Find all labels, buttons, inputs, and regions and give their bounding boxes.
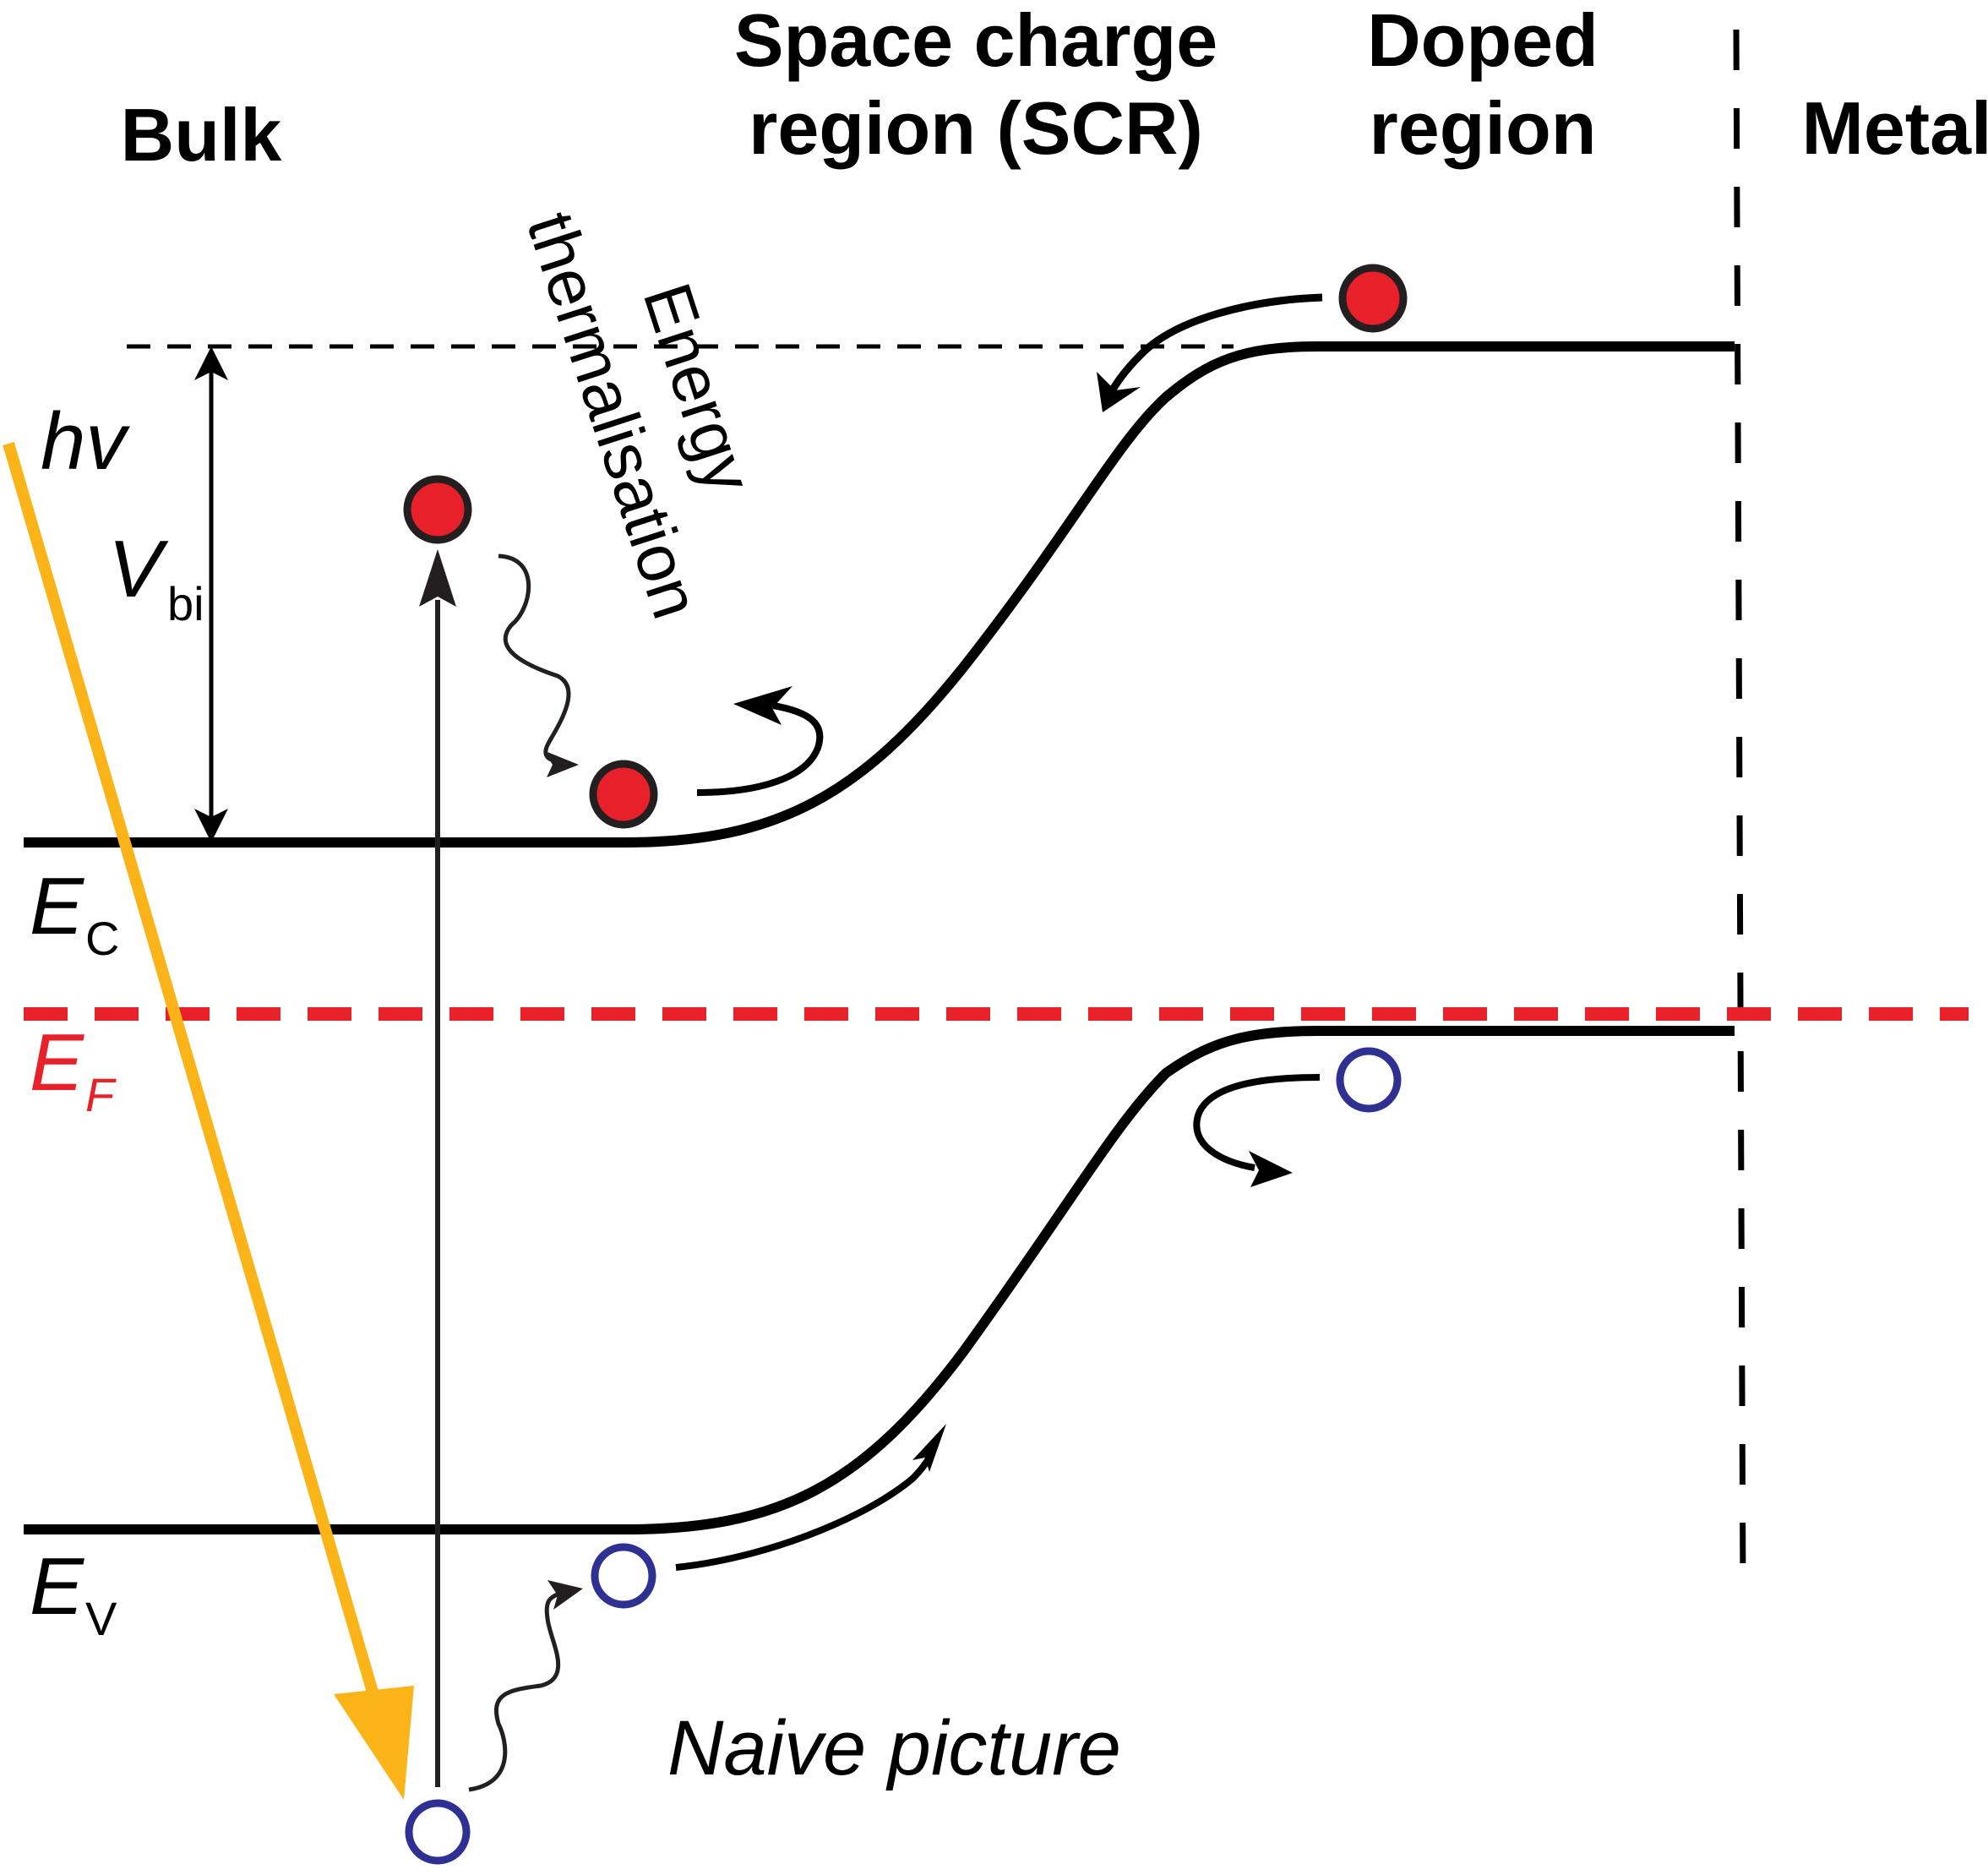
ec-label-sub: C <box>85 912 119 965</box>
vbi-arrowhead-bottom <box>194 809 228 842</box>
hole-backflow-arrowhead <box>1249 1151 1293 1187</box>
photon-arrow-shaft <box>3 442 388 1725</box>
hole-thermalisation-arrowhead <box>547 1580 583 1610</box>
hole-drift-arrow <box>675 1447 937 1571</box>
electron-thermalised <box>589 760 658 829</box>
ec-label: EC <box>30 861 119 965</box>
ef-label-main: E <box>30 1017 84 1108</box>
region-label-scr-line1: Space charge <box>734 0 1217 82</box>
region-label-bulk: Bulk <box>121 93 283 177</box>
electron-drift-arrowhead <box>1097 372 1141 412</box>
electron-doped-region <box>1338 264 1408 333</box>
vbi-label-main: V <box>108 524 169 614</box>
region-label-metal: Metal <box>1802 86 1988 170</box>
hole-drift-arrowhead <box>912 1424 946 1472</box>
ev-label-sub: V <box>85 1592 117 1645</box>
region-label-scr-line2: region (SCR) <box>749 86 1203 170</box>
ec-label-main: E <box>30 861 84 951</box>
region-label-doped-line2: region <box>1370 86 1597 170</box>
metal-boundary-line <box>1733 29 1746 1594</box>
hole-generated <box>405 1799 471 1865</box>
electron-thermalisation-arrowhead <box>543 750 579 777</box>
ev-label-main: E <box>30 1541 84 1632</box>
hole-backflow-arrow <box>1193 1074 1321 1171</box>
photon-label: hv <box>41 396 130 487</box>
vbi-arrowhead-top <box>194 346 228 380</box>
conduction-band-edge <box>24 341 1735 848</box>
valence-band-edge <box>24 1026 1735 1534</box>
hole-thermalisation-wave <box>468 1590 563 1792</box>
electron-backflow-arrow <box>696 702 824 796</box>
electron-thermalisation-wave <box>498 553 571 763</box>
electron-excited <box>403 475 472 544</box>
vbi-label-sub: bi <box>167 577 204 630</box>
electron-backflow-arrowhead <box>733 686 792 725</box>
naive-picture-label: Naive picture <box>667 1705 1121 1791</box>
hole-doped-region <box>1336 1047 1402 1113</box>
energy-thermalisation-label: Energy thermalisation <box>513 204 767 627</box>
excitation-arrowhead <box>419 549 456 607</box>
ef-label: EF <box>30 1017 117 1121</box>
hole-thermalised <box>591 1543 656 1609</box>
ev-label: EV <box>30 1541 117 1645</box>
region-label-doped-line1: Doped <box>1367 0 1599 82</box>
photon-arrowhead <box>334 1686 414 1800</box>
ef-label-sub: F <box>85 1068 117 1121</box>
electron-drift-arrow <box>1105 293 1323 400</box>
